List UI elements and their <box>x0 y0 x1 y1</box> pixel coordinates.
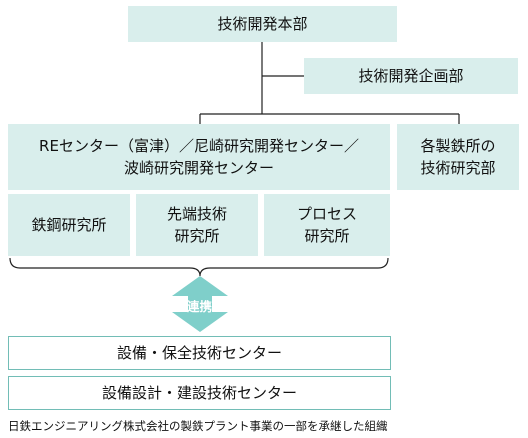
rd-centers-line1: REセンター（富津）／尼崎研究開発センター／ <box>39 137 359 155</box>
works-research-line1: 各製鉄所の <box>420 137 496 155</box>
rd-centers-line2: 波崎研究開発センター <box>123 159 274 177</box>
footnote-caption: 日鉄エンジニアリング株式会社の製鉄プラント事業の一部を承継した組織 <box>8 419 388 433</box>
lab-process-line2: 研究所 <box>304 227 350 245</box>
maintenance-center-label: 設備・保全技術センター <box>116 344 282 362</box>
top-division-box: 技術開発本部 <box>128 6 397 42</box>
link-label: 連携 <box>187 299 213 314</box>
lab-advanced-line2: 研究所 <box>174 227 220 245</box>
planning-dept-label: 技術開発企画部 <box>358 67 464 85</box>
lab-steel-line1: 鉄鋼研究所 <box>31 216 107 234</box>
works-research-box: 各製鉄所の 技術研究部 <box>397 124 519 190</box>
lab-steel-box: 鉄鋼研究所 <box>8 194 130 256</box>
labs-brace <box>9 257 389 277</box>
lab-process-line1: プロセス <box>296 205 357 223</box>
design-center-box: 設備設計・建設技術センター <box>8 376 391 410</box>
lab-advanced-line1: 先端技術 <box>166 205 227 223</box>
design-center-label: 設備設計・建設技術センター <box>101 384 297 402</box>
link-arrow-icon <box>172 276 228 332</box>
works-research-line2: 技術研究部 <box>420 159 496 177</box>
planning-dept-box: 技術開発企画部 <box>304 58 518 94</box>
lab-advanced-box: 先端技術 研究所 <box>136 194 258 256</box>
top-division-label: 技術開発本部 <box>217 15 308 33</box>
rd-centers-box: REセンター（富津）／尼崎研究開発センター／ 波崎研究開発センター <box>8 124 390 190</box>
lab-process-box: プロセス 研究所 <box>264 194 390 256</box>
maintenance-center-box: 設備・保全技術センター <box>8 336 391 370</box>
